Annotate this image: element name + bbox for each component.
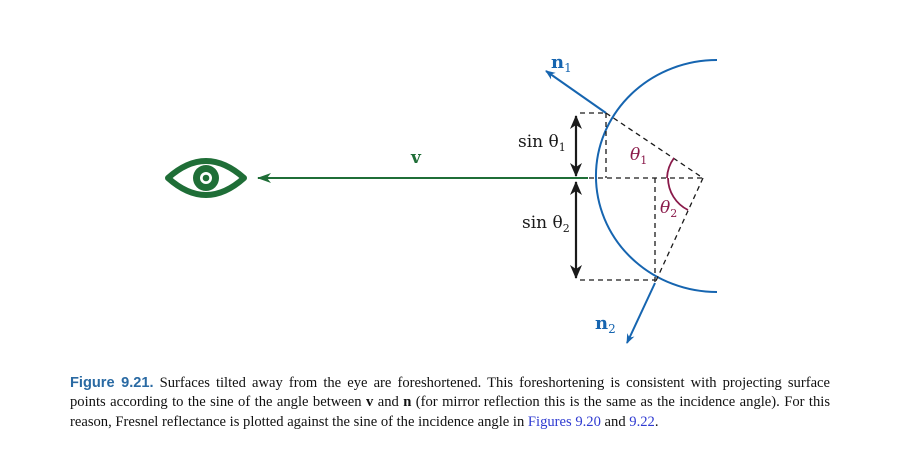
caption-text-1: Surfaces tilted away from the eye are fo… (70, 375, 831, 411)
figure-ref-9-20[interactable]: Figures 9.20 (527, 413, 601, 430)
eye-icon (165, 158, 247, 198)
label-sin-theta2: sin θ2 (522, 213, 570, 235)
foreshortening-diagram: n1 n2 v sin θ1 sin θ2 θ1 θ2 (165, 52, 718, 344)
caption-and: and (373, 394, 404, 411)
surface-arc (594, 59, 718, 293)
label-theta2: θ2 (660, 198, 677, 220)
normal-n1-arrow (545, 70, 607, 114)
caption-period: . (654, 413, 659, 430)
caption-text-2: (for mirror reflection this is the same … (70, 394, 830, 430)
caption-and-2: and (600, 413, 630, 430)
figure-caption: Figure 9.21. Surfaces tilted away from t… (70, 374, 830, 432)
label-n1: n1 (551, 52, 572, 75)
normal-n2-arrow (626, 282, 656, 344)
figure-label: Figure 9.21. (70, 375, 154, 391)
caption-n: n (403, 394, 412, 411)
theta1-arc (666, 157, 675, 179)
construction-lines (580, 112, 704, 284)
label-sin-theta1: sin θ1 (518, 132, 566, 154)
label-theta1: θ1 (630, 145, 647, 167)
theta2-arc (667, 177, 689, 211)
figure-ref-9-22[interactable]: 9.22 (629, 413, 655, 430)
caption-v: v (365, 394, 374, 411)
label-n2: n2 (595, 313, 616, 336)
label-v: v (410, 148, 422, 168)
